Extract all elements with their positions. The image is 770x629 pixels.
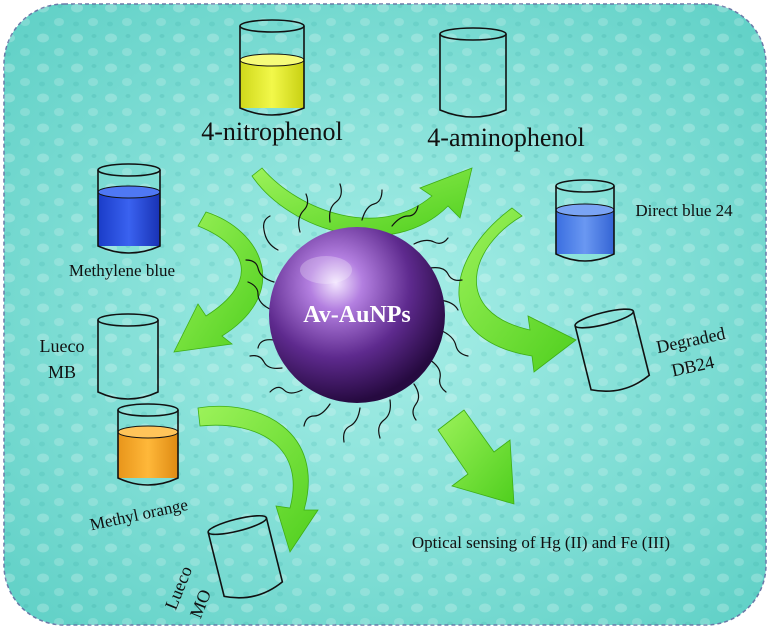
beaker-aminophenol [439, 27, 507, 118]
ligand-tails [245, 183, 469, 443]
label-optical-sensing: Optical sensing of Hg (II) and Fe (III) [412, 533, 670, 552]
beaker-lueco-mb [97, 313, 159, 400]
beaker-degraded-db24 [574, 308, 651, 393]
label-lueco-mb-line2: MB [48, 362, 76, 382]
beaker-direct-blue [555, 179, 615, 262]
sphere-highlight [300, 256, 352, 284]
arrow-direct-blue-to-degraded [458, 207, 577, 373]
label-methylene-blue: Methylene blue [69, 261, 175, 280]
beaker-methyl-orange [117, 403, 179, 486]
label-lueco-mb-line1: Lueco [40, 336, 85, 356]
center-label: Av-AuNPs [303, 302, 411, 328]
label-4-nitrophenol: 4-nitrophenol [201, 117, 343, 146]
label-4-aminophenol: 4-aminophenol [427, 123, 584, 152]
label-direct-blue-24: Direct blue 24 [635, 201, 733, 220]
arrow-nitrophenol-to-aminophenol [251, 167, 473, 237]
arrow-optical-sensing [437, 409, 515, 505]
beaker-lueco-mo [207, 514, 284, 599]
beaker-nitrophenol [239, 19, 305, 116]
beaker-methylene-blue [97, 163, 161, 254]
arrows [173, 167, 577, 553]
nanoparticle-sphere [269, 227, 445, 403]
arrow-methylene-blue-to-lueco-mb [173, 211, 264, 353]
arrow-methyl-orange-to-lueco-mo [197, 405, 319, 553]
